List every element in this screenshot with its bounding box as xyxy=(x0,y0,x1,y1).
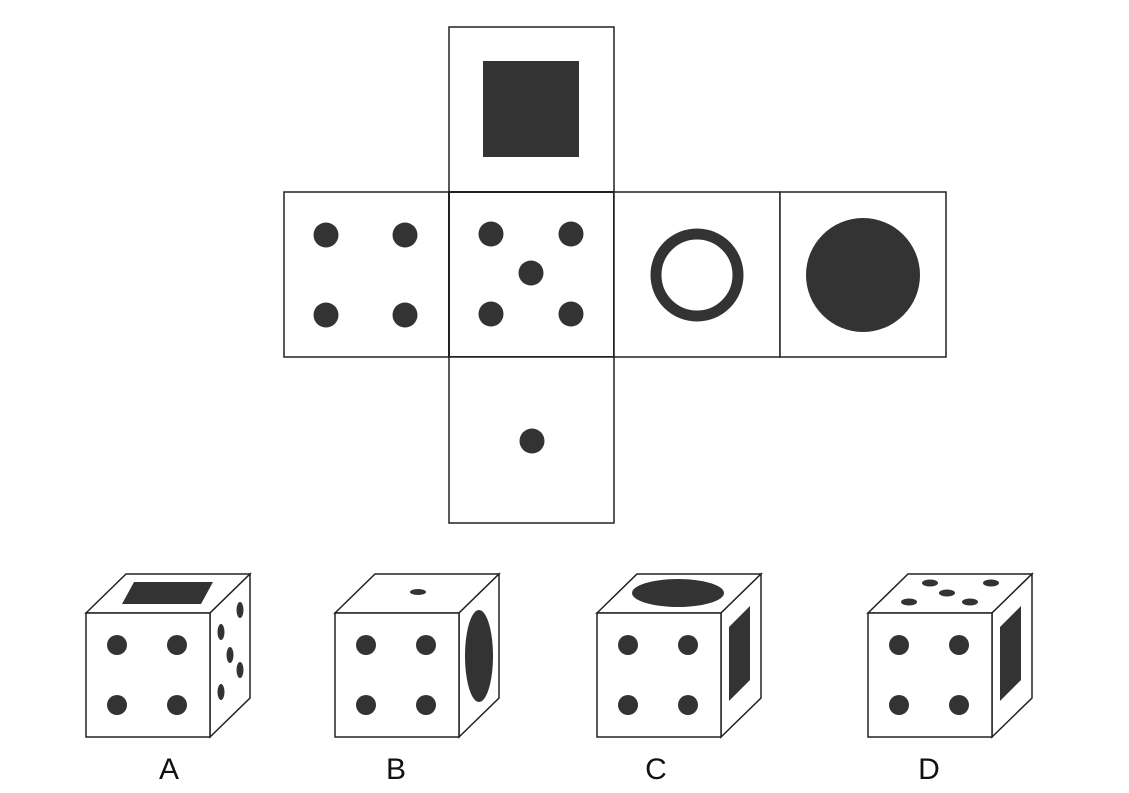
option-a-label: A xyxy=(159,753,179,786)
dot xyxy=(226,647,234,663)
dot xyxy=(949,695,969,715)
dot xyxy=(410,589,426,595)
dot xyxy=(949,635,969,655)
dot xyxy=(678,635,698,655)
dot xyxy=(313,222,339,248)
filled-square-symbol xyxy=(729,606,750,701)
dot xyxy=(217,684,225,700)
dot xyxy=(618,695,638,715)
dot xyxy=(236,662,244,678)
dot xyxy=(416,695,436,715)
dot xyxy=(901,598,917,606)
dot xyxy=(939,589,955,597)
dot xyxy=(392,302,418,328)
dot xyxy=(392,222,418,248)
dot xyxy=(519,428,545,454)
dot xyxy=(618,635,638,655)
filled-circle-symbol xyxy=(632,579,724,607)
dot xyxy=(558,221,584,247)
net-face-far-right xyxy=(779,191,947,358)
dot xyxy=(478,301,504,327)
dot xyxy=(558,301,584,327)
net-face-center xyxy=(448,191,615,358)
dot xyxy=(107,695,127,715)
dot xyxy=(236,602,244,618)
option-b-cube[interactable] xyxy=(333,572,501,739)
dot xyxy=(678,695,698,715)
dot xyxy=(356,635,376,655)
filled-circle-symbol xyxy=(806,218,920,332)
net-face-bottom xyxy=(448,356,615,524)
ring-symbol xyxy=(650,228,744,322)
filled-square-symbol xyxy=(1000,606,1021,701)
filled-square-symbol xyxy=(483,61,579,157)
option-d-label: D xyxy=(918,753,940,786)
dot xyxy=(478,221,504,247)
dot xyxy=(889,635,909,655)
cube-net xyxy=(283,26,947,524)
dot xyxy=(167,695,187,715)
option-c-cube[interactable] xyxy=(595,572,763,739)
dot xyxy=(167,635,187,655)
dot xyxy=(922,579,938,587)
dot xyxy=(416,635,436,655)
dot xyxy=(217,624,225,640)
dot xyxy=(889,695,909,715)
option-b-label: B xyxy=(386,753,406,786)
option-d-cube[interactable] xyxy=(866,572,1034,739)
filled-square-symbol xyxy=(122,582,213,604)
filled-circle-symbol xyxy=(465,610,493,702)
option-a-cube[interactable] xyxy=(84,572,252,739)
net-face-top xyxy=(448,26,615,193)
option-c-label: C xyxy=(645,753,667,786)
dot xyxy=(107,635,127,655)
net-face-left xyxy=(283,191,450,358)
dot xyxy=(518,260,544,286)
net-face-right xyxy=(613,191,781,358)
dot xyxy=(356,695,376,715)
dot xyxy=(962,598,978,606)
dot xyxy=(983,579,999,587)
dot xyxy=(313,302,339,328)
